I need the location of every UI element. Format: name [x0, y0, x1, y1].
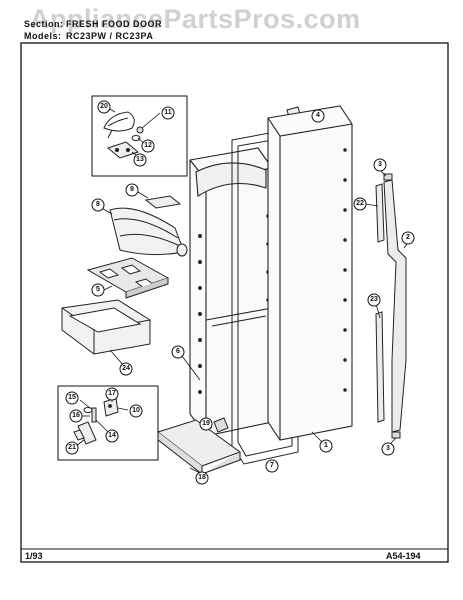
models-label: Models:: [24, 31, 62, 41]
part-door-bin: [61, 299, 151, 355]
callout-label: 22: [356, 199, 364, 207]
callout-circle-11: [161, 106, 175, 120]
callout-label: 13: [136, 155, 144, 163]
part-washer-lower: [83, 407, 93, 413]
callout-circle-9: [125, 183, 139, 197]
callout-circle-5: [91, 283, 105, 297]
callout-circle-12: [141, 139, 155, 153]
callout-label: 3: [378, 160, 382, 168]
watermark: AppliancePartsPros.com: [30, 4, 361, 34]
inset-box-bottom: [57, 385, 159, 461]
part-handle-trim: [375, 179, 407, 433]
part-end-cap-bottom: [391, 431, 401, 439]
callout-label: 19: [202, 419, 210, 427]
footer-diagram-code: A54-194: [386, 551, 421, 561]
callout-circle-10: [129, 404, 143, 418]
callout-label: 12: [144, 141, 152, 149]
callout-circle-19: [199, 417, 213, 431]
callout-circle-7: [265, 459, 279, 473]
callout-circles: [65, 100, 415, 485]
callout-circle-17: [105, 387, 119, 401]
callout-circle-24: [119, 362, 133, 376]
part-washer: [131, 135, 141, 141]
callout-circle-15: [65, 391, 79, 405]
callout-label: 14: [108, 431, 116, 439]
callout-label: 15: [68, 393, 76, 401]
part-door-liner: [189, 147, 273, 437]
part-hinge-lower: [73, 421, 97, 445]
callout-label: 24: [122, 364, 130, 372]
callout-circle-3-top: [373, 158, 387, 172]
section-label: Section:: [24, 19, 64, 29]
callout-label: 2: [406, 233, 410, 241]
callout-label: 18: [198, 473, 206, 481]
part-bottom-trim: [156, 419, 242, 476]
callout-label: 9: [130, 185, 134, 193]
part-plate: [106, 141, 140, 159]
callout-circle-3-bottom: [381, 442, 395, 456]
callout-label: 6: [176, 347, 180, 355]
callout-label: 23: [370, 295, 378, 303]
callout-label: 4: [316, 111, 320, 119]
callout-label: 3: [386, 444, 390, 452]
callout-label: 8: [96, 200, 100, 208]
callout-circle-2: [401, 231, 415, 245]
part-lid: [144, 195, 182, 209]
callout-label: 5: [96, 285, 100, 293]
part-clip: [213, 417, 229, 433]
callout-label: 7: [270, 461, 274, 469]
section-value: FRESH FOOD DOOR: [66, 19, 163, 29]
callout-label: 10: [132, 406, 140, 414]
callout-circle-22: [353, 197, 367, 211]
callout-circle-18: [195, 471, 209, 485]
callout-label: 11: [164, 108, 172, 116]
part-outer-door: [267, 105, 353, 441]
callout-circle-23: [367, 293, 381, 307]
callout-circle-16: [69, 409, 83, 423]
leader-lines: [75, 107, 411, 475]
callout-circle-8: [91, 198, 105, 212]
part-dairy-cover: [109, 207, 188, 257]
callout-circle-20: [97, 100, 111, 114]
models-value: RC23PW / RC23PA: [66, 31, 154, 41]
callout-circle-13: [133, 153, 147, 167]
diagram-frame: [20, 42, 449, 563]
part-screw: [136, 126, 144, 134]
callout-circle-14: [105, 429, 119, 443]
callout-circle-6: [171, 345, 185, 359]
part-hinge-bracket: [103, 111, 135, 139]
callout-label: 17: [108, 389, 116, 397]
footer-date: 1/93: [25, 551, 43, 561]
callout-label: 20: [100, 102, 108, 110]
part-end-cap-top: [383, 173, 393, 181]
inset-box-top: [91, 95, 188, 177]
callout-circle-1: [319, 439, 333, 453]
callout-circle-4: [311, 109, 325, 123]
part-bracket-lower: [103, 397, 119, 417]
callout-circle-21: [65, 441, 79, 455]
part-dairy-tray: [86, 257, 170, 299]
callout-label: 16: [72, 411, 80, 419]
callout-label: 1: [324, 441, 328, 449]
part-pin: [91, 407, 97, 423]
callout-label: 21: [68, 443, 76, 451]
